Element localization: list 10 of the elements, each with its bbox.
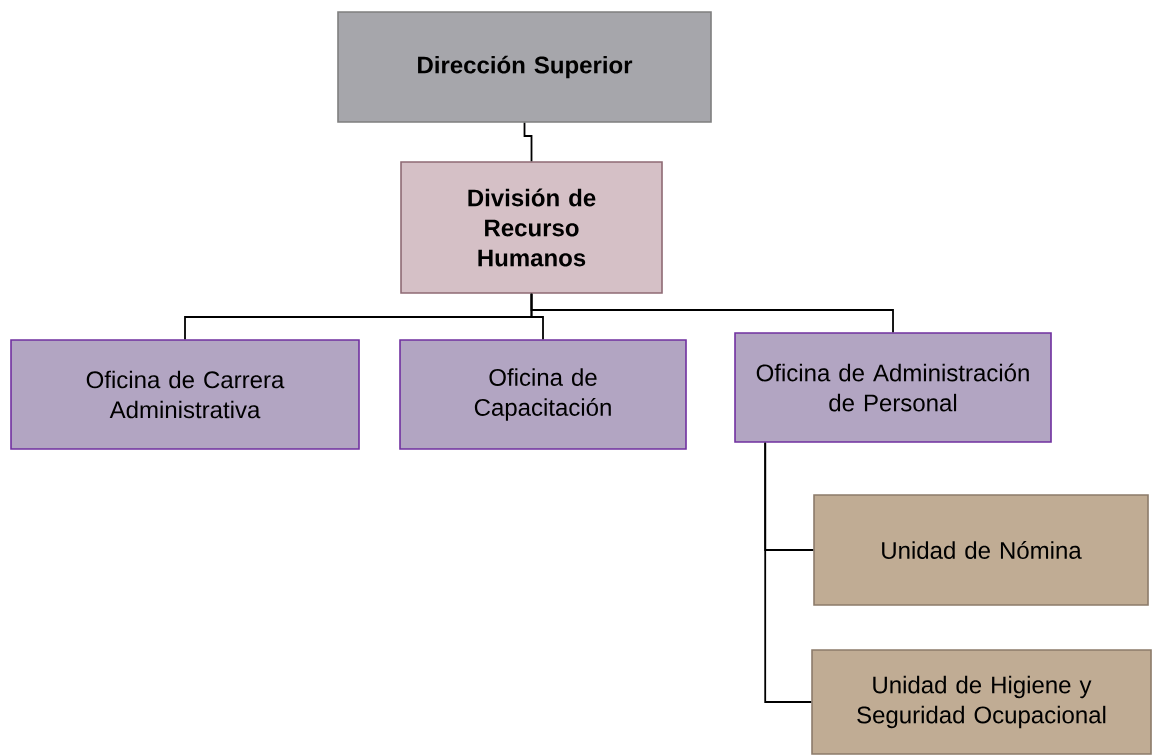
org-box: Oficina de Administración de Personal: [734, 332, 1052, 443]
org-box: Unidad de Higiene y Seguridad Ocupacional: [811, 649, 1152, 755]
org-box: Dirección Superior: [337, 11, 712, 123]
connector-line: [523, 121, 533, 163]
connector-line: [764, 441, 813, 703]
org-box: Oficina de Carrera Administrativa: [10, 339, 360, 450]
connector-line: [530, 292, 894, 334]
org-box: Unidad de Nómina: [813, 494, 1149, 606]
org-box: División de Recurso Humanos: [400, 161, 663, 294]
org-box: Oficina de Capacitación: [399, 339, 687, 450]
